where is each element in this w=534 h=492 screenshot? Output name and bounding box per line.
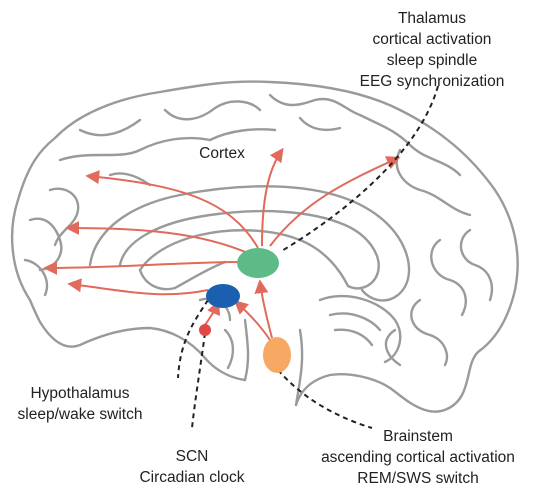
thalamus-name: Thalamus — [398, 10, 466, 27]
brainstem-outline — [243, 318, 304, 407]
leader-hypothalamus — [177, 299, 209, 379]
brainstem-function-2: REM/SWS switch — [357, 470, 478, 487]
hypothalamus-label: Hypothalamus sleep/wake switch — [18, 385, 143, 423]
thalamus-function-2: sleep spindle — [387, 52, 477, 69]
cerebellum-outline — [318, 294, 402, 364]
brainstem-region — [263, 337, 291, 373]
arrow-brainstem-hypothalamus — [233, 300, 271, 341]
arrow-thalamus-frontal-lower — [43, 260, 243, 275]
leader-scn — [191, 332, 206, 429]
scn-label: SCN Circadian clock — [139, 448, 244, 486]
thalamus-label: Thalamus cortical activation sleep spind… — [360, 10, 505, 90]
thalamus-function-1: cortical activation — [373, 31, 492, 48]
leader-lines — [177, 85, 439, 429]
scn-region — [199, 324, 211, 336]
corpus-callosum — [118, 209, 380, 290]
scn-name: SCN — [176, 448, 209, 465]
cingulate-gyrus — [88, 185, 411, 302]
arrow-thalamus-frontal-upper — [85, 170, 259, 249]
arrow-thalamus-cortex-top — [261, 147, 284, 247]
brainstem-label: Brainstem ascending cortical activation … — [321, 428, 515, 487]
hypothalamus-region — [206, 284, 240, 308]
brainstem-function-1: ascending cortical activation — [321, 449, 515, 466]
hypothalamus-name: Hypothalamus — [30, 385, 129, 402]
arrow-thalamus-cortex-rear — [269, 156, 401, 247]
leader-thalamus — [279, 85, 439, 253]
arrow-brainstem-thalamus — [254, 279, 273, 339]
leader-brainstem — [277, 369, 373, 429]
thalamus-function-3: EEG synchronization — [360, 73, 505, 90]
brain-outer-contour — [10, 80, 519, 413]
hypothalamus-function: sleep/wake switch — [18, 406, 143, 423]
arrow-hypothalamus-cortex — [67, 278, 209, 296]
arrow-thalamus-frontal-mid — [65, 221, 251, 255]
projection-arrows — [43, 147, 401, 341]
thalamus-region — [237, 248, 279, 278]
brainstem-name: Brainstem — [383, 428, 453, 445]
cortex-label: Cortex — [199, 145, 245, 162]
scn-function: Circadian clock — [139, 469, 244, 486]
